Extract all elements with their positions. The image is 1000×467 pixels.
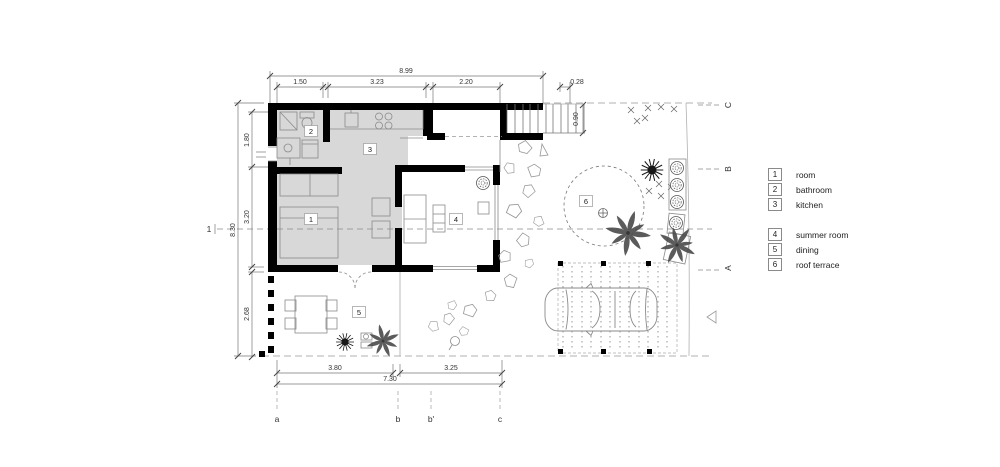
planter-tree bbox=[670, 161, 684, 175]
legend: 1 room 2 bathroom 3 kitchen 4 summer roo… bbox=[768, 167, 928, 272]
legend-label-room: room bbox=[796, 169, 816, 180]
legend-key-4: 4 bbox=[768, 228, 782, 241]
legend-key-6: 6 bbox=[768, 258, 782, 271]
summer-room-furniture bbox=[403, 194, 490, 244]
legend-label-bathroom: bathroom bbox=[796, 184, 832, 195]
dining-shrub bbox=[335, 332, 355, 352]
dim-top-offset: 0.28 bbox=[570, 79, 584, 86]
room-label-6: 6 bbox=[584, 197, 588, 206]
room-label-5: 5 bbox=[357, 308, 361, 317]
bathroom-fixtures bbox=[276, 111, 319, 165]
potted-plant bbox=[476, 176, 490, 190]
dim-left-seg2: 3.20 bbox=[244, 210, 251, 224]
legend-key-2: 2 bbox=[768, 183, 782, 196]
legend-item-roof-terrace: 6 roof terrace bbox=[768, 257, 928, 272]
garden-fence-wall bbox=[259, 276, 274, 357]
grid-col-a: a bbox=[275, 414, 280, 424]
walls bbox=[268, 103, 543, 272]
room-label-3: 3 bbox=[368, 145, 372, 154]
ground-cover-marks bbox=[627, 103, 678, 200]
garden-shrub bbox=[640, 158, 664, 182]
interior-floor bbox=[277, 110, 423, 265]
dim-top-seg2: 3.23 bbox=[370, 79, 384, 86]
grid-column-lines bbox=[276, 391, 501, 411]
small-tree bbox=[448, 336, 460, 351]
roof-terrace-outline bbox=[563, 165, 645, 247]
pergola bbox=[557, 261, 678, 354]
legend-item-dining: 5 dining bbox=[768, 242, 928, 257]
legend-item-bathroom: 2 bathroom bbox=[768, 182, 928, 197]
dim-top-seg3: 2.20 bbox=[459, 79, 473, 86]
legend-key-1: 1 bbox=[768, 168, 782, 181]
grid-col-b2: b' bbox=[428, 414, 435, 424]
windows bbox=[256, 140, 501, 270]
dim-bottom-seg1: 3.80 bbox=[328, 365, 342, 372]
planter-tree bbox=[670, 178, 684, 192]
grid-col-c: c bbox=[498, 414, 503, 424]
section-label-1: 1 bbox=[207, 224, 212, 234]
grid-row-C: C bbox=[723, 102, 733, 108]
dimension-lines bbox=[234, 71, 587, 388]
dim-bottom-overall: 7.30 bbox=[383, 376, 397, 383]
room-label-4: 4 bbox=[454, 215, 458, 224]
legend-label-roof-terrace: roof terrace bbox=[796, 259, 840, 270]
kitchen-counter bbox=[330, 110, 424, 139]
dim-left-seg1: 1.80 bbox=[244, 133, 251, 147]
room-label-1: 1 bbox=[309, 215, 313, 224]
dim-top-overall: 8.99 bbox=[399, 68, 413, 75]
grid-row-B: B bbox=[723, 166, 733, 172]
site-boundary bbox=[262, 102, 712, 357]
legend-label-summer-room: summer room bbox=[796, 229, 849, 240]
legend-label-kitchen: kitchen bbox=[796, 199, 823, 210]
dim-left-seg3: 2.68 bbox=[244, 307, 251, 321]
stepping-stones bbox=[426, 140, 717, 338]
legend-key-3: 3 bbox=[768, 198, 782, 211]
section-row-dashes bbox=[698, 104, 722, 271]
dim-left-overall: 8.30 bbox=[230, 223, 237, 237]
dining-palm bbox=[360, 318, 407, 365]
legend-key-5: 5 bbox=[768, 243, 782, 256]
legend-label-dining: dining bbox=[796, 244, 819, 255]
planter-tree bbox=[669, 216, 683, 230]
legend-item-kitchen: 3 kitchen bbox=[768, 197, 928, 212]
grid-col-b: b bbox=[396, 414, 401, 424]
dining-furniture bbox=[284, 272, 401, 356]
dim-top-seg1: 1.50 bbox=[293, 79, 307, 86]
legend-group-gap bbox=[768, 212, 928, 227]
room-label-2: 2 bbox=[309, 127, 313, 136]
legend-item-room: 1 room bbox=[768, 167, 928, 182]
stairs bbox=[506, 103, 585, 134]
dim-stair-depth: 0.90 bbox=[573, 112, 580, 126]
double-door-swing bbox=[338, 271, 372, 289]
grid-row-A: A bbox=[723, 265, 733, 271]
palm-trees bbox=[605, 210, 703, 271]
dim-bottom-seg2: 3.25 bbox=[444, 365, 458, 372]
planter-tree bbox=[670, 195, 684, 209]
car bbox=[544, 282, 658, 337]
legend-item-summer-room: 4 summer room bbox=[768, 227, 928, 242]
drain-symbol bbox=[598, 208, 608, 218]
room-labels: 2 3 1 4 5 6 bbox=[304, 125, 593, 318]
